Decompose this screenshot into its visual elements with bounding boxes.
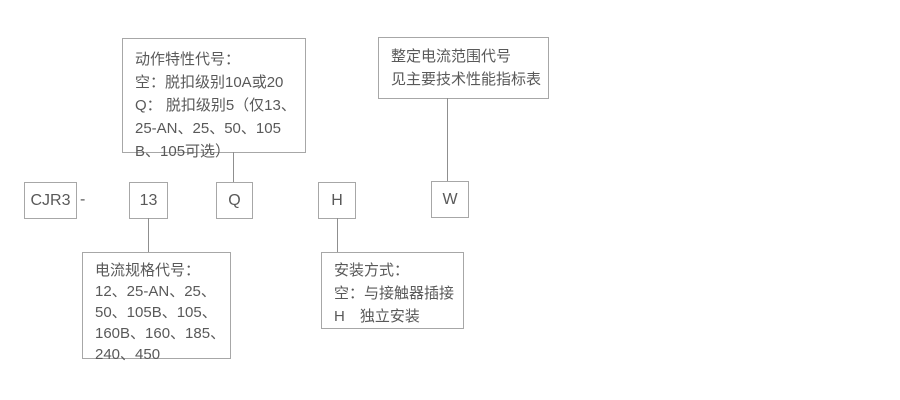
callout-text-line: 50、105B、105、 bbox=[95, 304, 217, 321]
callout-text-line: 12、25-AN、25、 bbox=[95, 283, 216, 300]
connector-action-characteristic bbox=[233, 152, 234, 182]
callout-text-line: Q： 脱扣级别5（仅13、 bbox=[135, 97, 296, 114]
connector-current-range bbox=[447, 98, 448, 181]
code-box-action-characteristic: Q bbox=[216, 182, 253, 219]
callout-current-spec: 电流规格代号： 12、25-AN、25、 50、105B、105、 160B、1… bbox=[82, 252, 231, 363]
code-box-model-prefix: CJR3 bbox=[24, 182, 77, 219]
callout-action-characteristic: 动作特性代号： 空：脱扣级别10A或20 Q： 脱扣级别5（仅13、 25-AN… bbox=[122, 38, 306, 160]
callout-text-line: 整定电流范围代号 bbox=[391, 48, 512, 65]
callout-text-line: 空：与接触器插接 bbox=[334, 285, 455, 302]
callout-text-line: 电流规格代号： bbox=[95, 262, 201, 279]
callout-text-line: 动作特性代号： bbox=[135, 51, 241, 68]
callout-current-range: 整定电流范围代号 见主要技术性能指标表 bbox=[378, 37, 549, 99]
callout-text-line: 安装方式： bbox=[334, 262, 410, 279]
callout-text-line: 160B、160、185、 bbox=[95, 325, 226, 342]
callout-text-line: 见主要技术性能指标表 bbox=[391, 71, 542, 88]
callout-text-line: 25-AN、25、50、105 bbox=[135, 120, 281, 137]
callout-text-line: B、105可选） bbox=[135, 143, 231, 160]
callout-text-line: 240、450 bbox=[95, 346, 161, 363]
model-separator: - bbox=[80, 191, 86, 208]
connector-mounting bbox=[337, 218, 338, 252]
code-box-current-spec: 13 bbox=[129, 182, 168, 219]
callout-text-line: H 独立安装 bbox=[334, 308, 420, 325]
callout-mounting: 安装方式： 空：与接触器插接 H 独立安装 bbox=[321, 252, 464, 329]
code-box-current-range: W bbox=[431, 181, 469, 218]
connector-current-spec bbox=[148, 218, 149, 252]
callout-text-line: 空：脱扣级别10A或20 bbox=[135, 74, 284, 91]
code-box-mounting: H bbox=[318, 182, 356, 219]
